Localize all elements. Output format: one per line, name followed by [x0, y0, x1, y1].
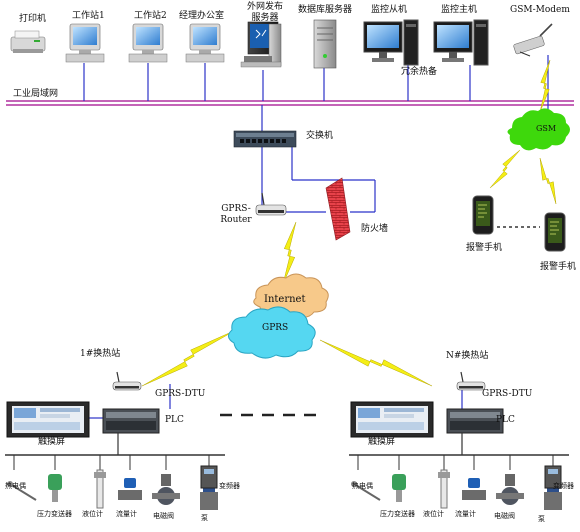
manager-office-label: 经理办公室 — [179, 11, 225, 21]
alarm-phone-1-label: 报警手机 — [466, 243, 503, 253]
station-1-inst-thermocouple: 热电偶 — [5, 482, 26, 490]
gprs-cloud — [228, 306, 316, 359]
lightning-bolt-icon — [141, 329, 237, 387]
gsm-modem-icon — [513, 23, 553, 57]
solenoid-valve-icon — [496, 474, 524, 505]
inverter-icon — [544, 465, 562, 489]
web-server-label-line2: 服务器 — [251, 13, 279, 23]
station-n-plc-label: PLC — [496, 415, 515, 425]
station-1-dtu-label: GPRS-DTU — [155, 389, 206, 399]
alarm-phone-icon — [544, 212, 566, 252]
station-1-inst-valve: 电磁阀 — [153, 512, 174, 520]
station-1-inst-level: 液位计 — [82, 510, 103, 518]
station-n-inst-thermocouple: 热电偶 — [352, 482, 373, 490]
internet-label: Internet — [264, 294, 306, 305]
flow-meter-icon — [118, 478, 142, 500]
monitor-slave-label: 监控从机 — [371, 5, 408, 15]
lightning-bolt-icon — [489, 149, 521, 189]
workstation-2-icon — [128, 23, 168, 63]
wireless-links — [141, 59, 557, 387]
gprs-router-icon — [255, 192, 287, 216]
station-1-inst-flow: 流量计 — [116, 510, 137, 518]
firewall-label: 防火墙 — [361, 224, 389, 234]
router-label-line2: Router — [220, 215, 252, 225]
station-1 — [5, 371, 225, 510]
redundancy-label: 冗余热备 — [401, 67, 438, 77]
inverter-icon — [200, 465, 218, 489]
lightning-bolt-icon — [539, 157, 557, 205]
station-1-inst-pressure: 压力变送器 — [37, 510, 72, 518]
monitor-master-label: 监控主机 — [441, 5, 478, 15]
station-1-inst-vfd: 变频器 — [219, 482, 240, 490]
solenoid-valve-icon — [152, 474, 180, 505]
gsm-modem-label: GSM-Modem — [510, 5, 570, 15]
workstation-1-icon — [65, 23, 105, 63]
workstation-2-label: 工作站2 — [134, 11, 167, 21]
level-gauge-icon — [94, 469, 106, 509]
lan-drop-lines — [83, 55, 549, 419]
alarm-phone-2-label: 报警手机 — [540, 262, 577, 272]
touch-screen-icon — [6, 401, 90, 438]
router-label-line1: GPRS- — [221, 204, 251, 214]
database-server-icon — [313, 19, 337, 69]
plc-icon — [102, 408, 160, 434]
firewall-icon — [325, 177, 351, 241]
station-n-inst-valve: 电磁阀 — [494, 512, 515, 520]
gsm-cloud — [507, 108, 570, 151]
switch-label: 交换机 — [306, 131, 334, 141]
printer-label: 打印机 — [19, 14, 47, 24]
web-server-label-line1: 外网发布 — [246, 2, 283, 12]
manager-pc-icon — [185, 23, 225, 63]
station-n-hmi-label: 触摸屏 — [368, 437, 396, 447]
station-1-plc-label: PLC — [165, 415, 184, 425]
station-1-name: 1#换热站 — [80, 349, 121, 359]
station-1-hmi-label: 触摸屏 — [38, 437, 66, 447]
station-n-dtu-label: GPRS-DTU — [482, 389, 533, 399]
station-n-inst-level: 液位计 — [423, 510, 444, 518]
station-n — [349, 371, 569, 510]
workstation-1-label: 工作站1 — [72, 11, 105, 21]
web-server-icon — [240, 21, 282, 68]
flow-meter-icon — [462, 478, 486, 500]
thermocouple-icon — [7, 481, 37, 501]
pressure-transmitter-icon — [48, 474, 62, 502]
station-n-inst-pump: 泵 — [538, 515, 545, 523]
thermocouple-icon — [351, 481, 381, 501]
touch-screen-icon — [350, 401, 434, 438]
lightning-bolt-icon — [319, 339, 433, 387]
alarm-phone-icon — [472, 195, 494, 235]
industrial-lan-bus — [6, 100, 574, 106]
gprs-dtu-icon — [456, 371, 486, 391]
gsm-label: GSM — [536, 124, 557, 133]
plc-icon — [446, 408, 504, 434]
database-server-label: 数据库服务器 — [298, 5, 353, 15]
station-n-inst-flow: 流量计 — [455, 510, 476, 518]
gprs-label: GPRS — [262, 323, 289, 333]
gprs-dtu-icon — [112, 371, 142, 391]
pressure-transmitter-icon — [392, 474, 406, 502]
monitor-master-icon — [433, 19, 489, 66]
station-1-inst-pump: 泵 — [201, 514, 208, 522]
switch-icon — [233, 130, 297, 148]
monitor-slave-icon — [363, 19, 419, 66]
station-n-name: N#换热站 — [446, 351, 489, 361]
station-n-inst-pressure: 压力变送器 — [380, 510, 415, 518]
station-n-inst-vfd: 变频器 — [553, 482, 574, 490]
level-gauge-icon — [438, 469, 450, 509]
lan-label: 工业局域网 — [13, 89, 59, 99]
printer-icon — [10, 30, 46, 53]
